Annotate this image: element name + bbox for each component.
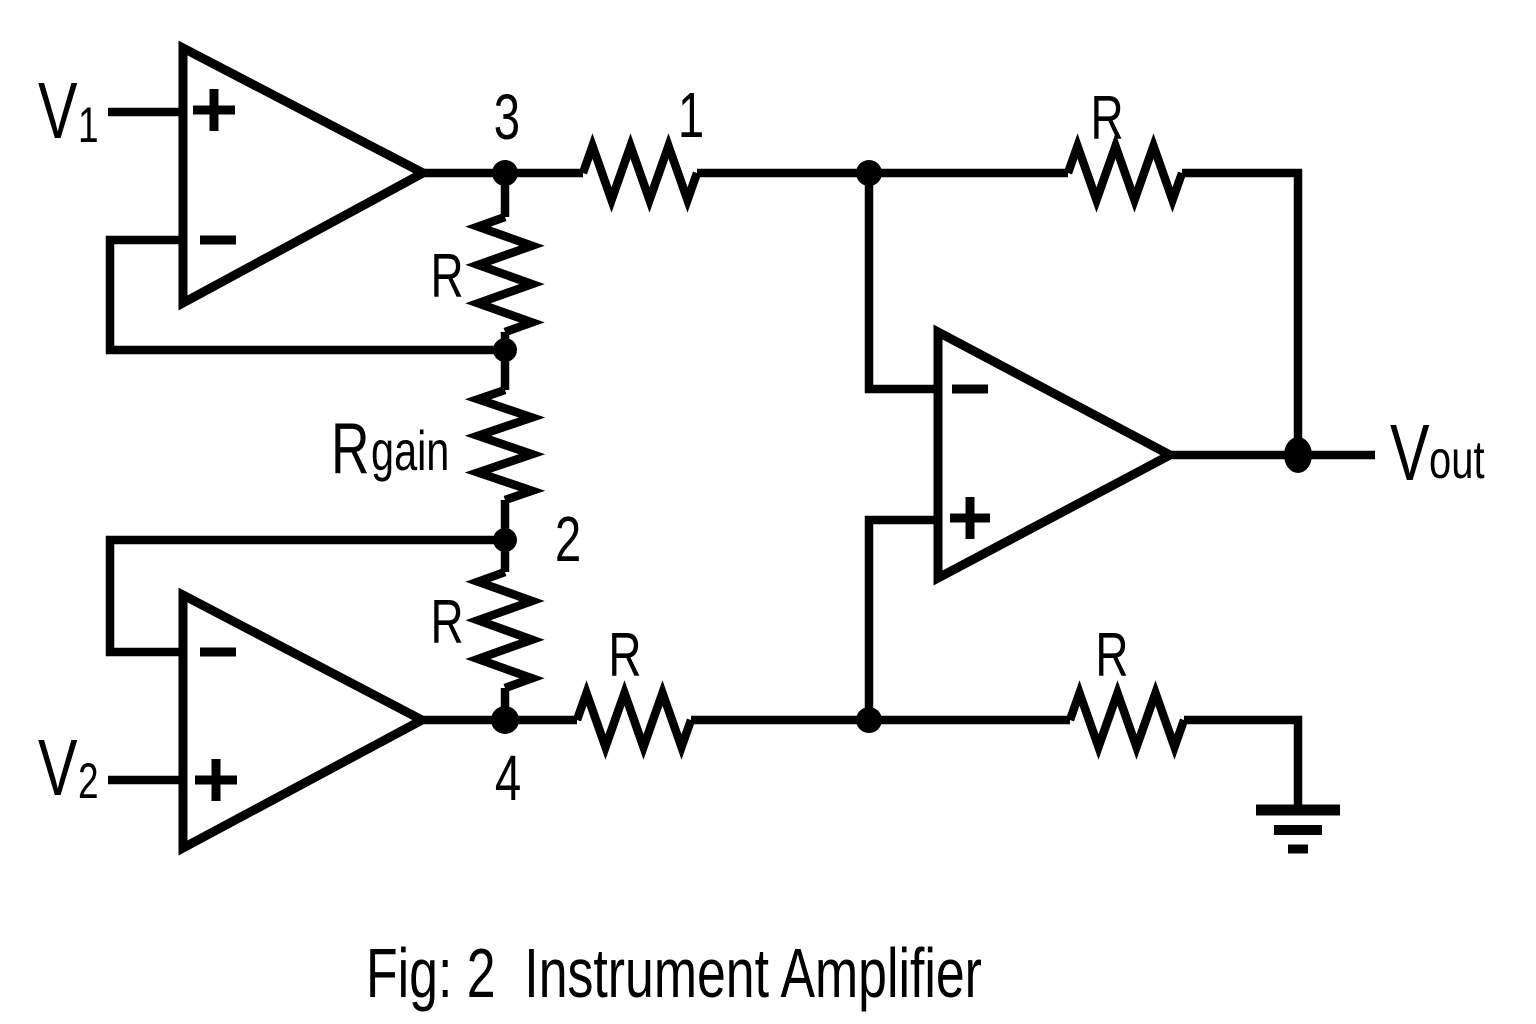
rgain-label: R [331,409,369,489]
v2-label: V [38,722,78,812]
feedback-corner-wire [1182,168,1303,455]
amp3-noninverting-branch-wire [864,515,938,720]
resistor-r-top-right-zigzag [1063,133,1187,213]
node-3-label: 3 [494,81,520,153]
plus-icon [195,759,237,801]
resistor-r-bottom-left-zigzag [572,680,696,760]
amp2-feedback-wire [105,535,505,657]
ground-corner-wire [1184,715,1303,806]
node-4-dot [491,706,519,734]
rgain-subscript: gain [371,420,449,483]
node-4-label: 4 [495,742,521,814]
resistor-r-mid-bottom-zigzag [465,568,545,692]
opamp2 [178,587,432,856]
amp1-feedback-wire [105,235,505,355]
vout-node-dot [1284,437,1312,473]
r-top-right-label: R [1090,83,1123,152]
r-mid-top-label: R [430,241,463,310]
node-2-label: 2 [555,503,581,575]
bottom-junction-dot [856,707,882,733]
v1-subscript: 1 [78,98,99,154]
v1-label: V [38,65,78,155]
opamp3-triangle [933,324,1180,586]
v2-subscript: 2 [78,754,99,810]
opamp1 [178,40,433,311]
resistor-r-mid-top-zigzag [465,212,545,337]
plus-icon [193,89,235,131]
r-bottom-right-label: R [1095,620,1128,689]
r-mid-bottom-label: R [430,587,463,656]
r-bottom-left-label: R [608,620,641,689]
vout-label: V [1390,407,1430,497]
resistor-1-zigzag [578,133,702,213]
resistor-1-label: 1 [678,79,704,151]
resistor-r-bottom-right-zigzag [1065,680,1189,760]
feedback-junction-dot [493,338,517,362]
plus-icon [950,497,990,539]
ground-symbol [1256,804,1340,854]
node-3-dot [492,160,518,186]
opamp3 [933,324,1180,586]
opamp1-triangle [178,40,433,311]
top-junction-dot [856,160,882,186]
node-2-dot [493,528,517,552]
opamp2-triangle [178,587,432,856]
amp3-inverting-branch-wire [864,173,938,394]
figure-caption: Fig: 2 Instrument Amplifier [366,934,982,1012]
resistor-rgain-zigzag [464,385,546,505]
vout-subscript: out [1429,430,1485,490]
